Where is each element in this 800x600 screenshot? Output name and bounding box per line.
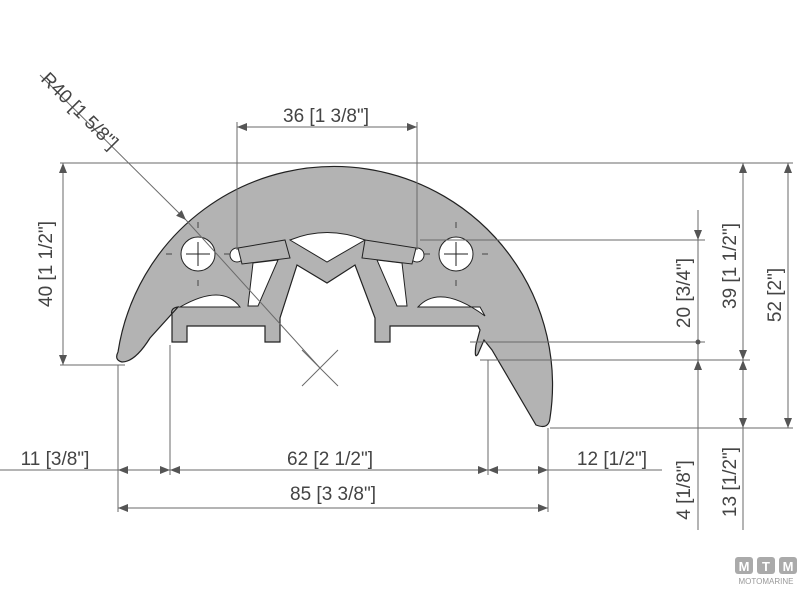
dim-right-20: 20 [3/4"] <box>674 258 695 328</box>
dim-right-39: 39 [1 1/2"] <box>720 223 741 309</box>
dim-left-height: 40 [1 1/2"] <box>36 221 57 307</box>
dim-radius: R40 [1 5/8"] <box>36 69 121 154</box>
left-pocket-cutout <box>178 294 242 308</box>
left-bolt-hole <box>166 222 230 286</box>
dim-lip-4: 4 [1/8"] <box>674 460 695 520</box>
right-bolt-hole <box>424 222 488 286</box>
extension-lines <box>0 122 793 530</box>
right-pocket-cutout <box>416 296 486 317</box>
dim-overall-width: 85 [3 3/8"] <box>290 484 376 505</box>
motomarine-logo: M T M MOTOMARINE <box>735 557 797 586</box>
dim-right-offset: 12 [1/2"] <box>577 449 647 470</box>
svg-text:M: M <box>739 559 750 574</box>
svg-text:T: T <box>762 559 770 574</box>
dim-top-width: 36 [1 3/8"] <box>283 106 369 127</box>
svg-text:MOTOMARINE: MOTOMARINE <box>739 577 794 586</box>
dimension-lines <box>39 74 792 530</box>
dim-left-offset: 11 [3/8"] <box>21 449 90 470</box>
dim-inner-width: 62 [2 1/2"] <box>287 449 373 470</box>
svg-text:M: M <box>783 559 794 574</box>
fender-profile <box>116 165 554 428</box>
dim-tip-13: 13 [1/2"] <box>720 447 741 517</box>
dim-right-52: 52 [2"] <box>765 268 786 322</box>
